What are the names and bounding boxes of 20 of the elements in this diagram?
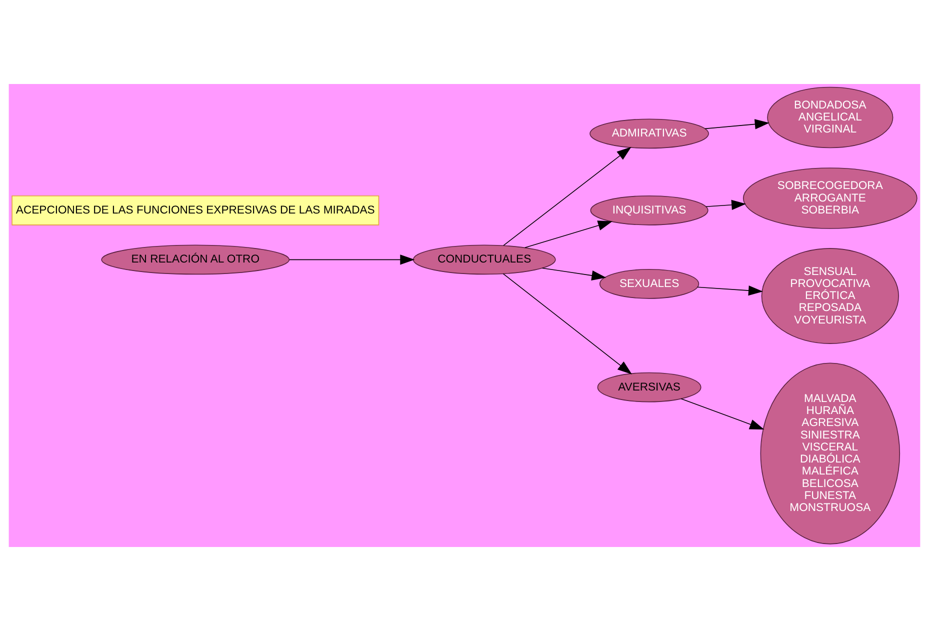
- arrow: [524, 220, 613, 248]
- node-ellipse: EN RELACIÓN AL OTRO: [101, 244, 290, 275]
- arrow: [704, 119, 770, 130]
- arrow: [502, 273, 632, 374]
- node-ellipse: SENSUAL PROVOCATIVA ERÓTICA REPOSADA VOYEURISTA: [761, 248, 899, 344]
- arrow: [289, 254, 415, 265]
- node-ellipse: SOBRECOGEDORA ARROGANTE SOBERBIA: [742, 168, 918, 229]
- node-box: ACEPCIONES DE LAS FUNCIONES EXPRESIVAS DE LAS MIRADAS: [12, 195, 380, 226]
- node-ellipse: MALVADA HURAÑA AGRESIVA SINIESTRA VISCERAL DIABÓLICA MALÉFICA BELICOSA FUNESTA MONSTRUOSA: [760, 362, 900, 544]
- node-ellipse: BONDADOSA ANGELICAL VIRGINAL: [767, 86, 894, 148]
- node-ellipse: CONDUCTUALES: [412, 244, 556, 275]
- node-ellipse: INQUISITIVAS: [590, 195, 708, 226]
- node-ellipse: ADMIRATIVAS: [590, 118, 709, 149]
- arrow: [697, 285, 764, 296]
- node-ellipse: AVERSIVAS: [597, 372, 702, 402]
- arrow: [542, 268, 606, 281]
- node-ellipse: SEXUALES: [599, 268, 700, 299]
- arrow: [503, 146, 632, 246]
- arrow: [680, 398, 764, 430]
- arrow: [706, 200, 746, 210]
